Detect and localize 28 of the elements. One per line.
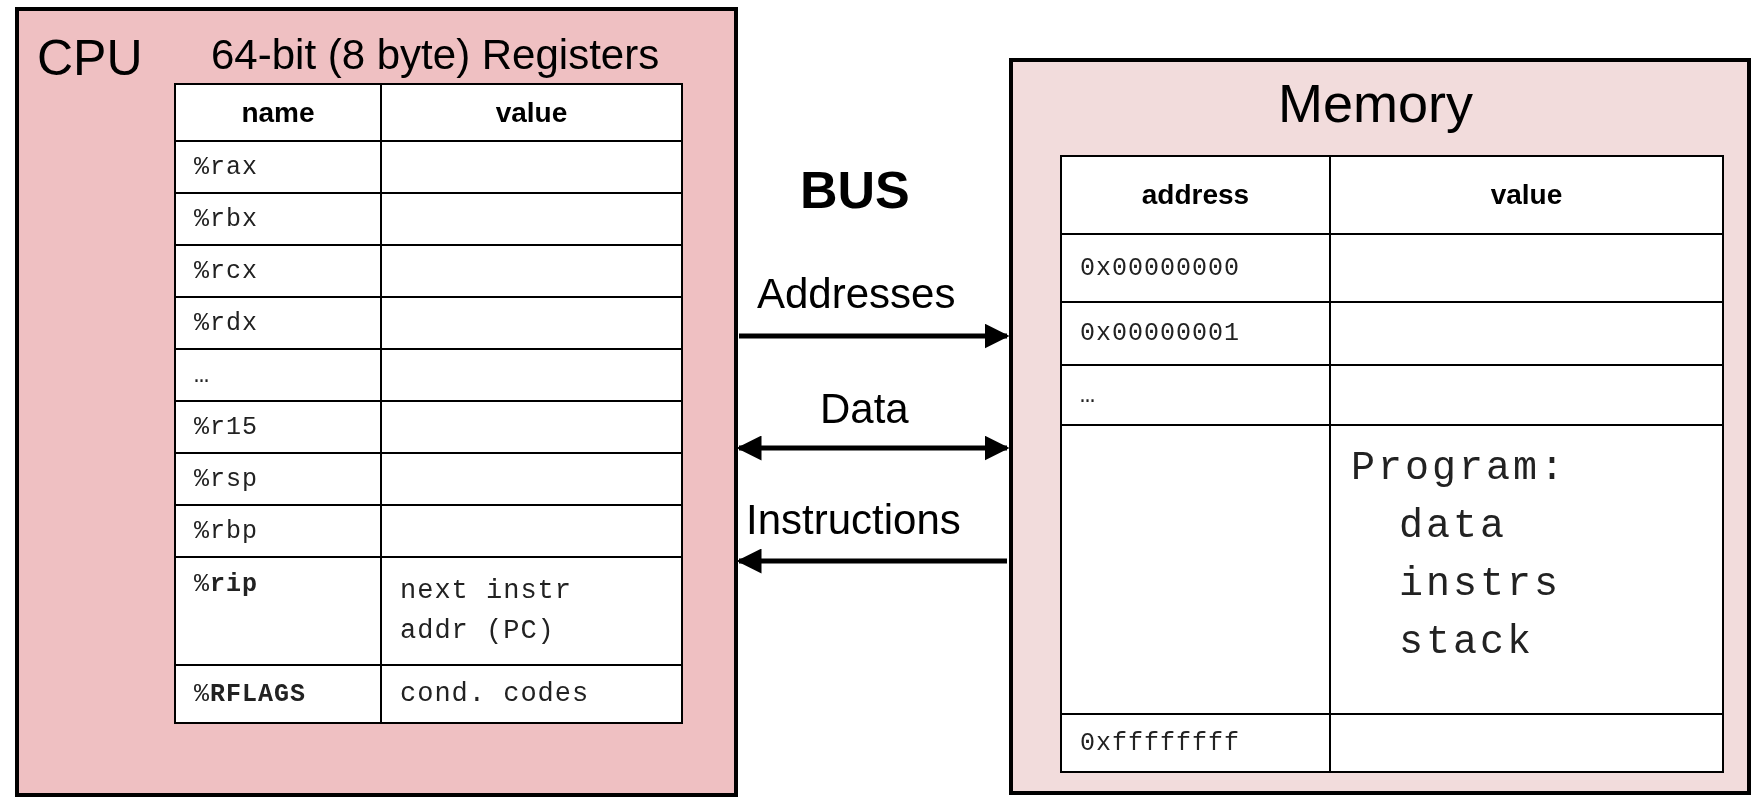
registers-title: 64-bit (8 byte) Registers xyxy=(211,31,660,79)
column-header: value xyxy=(381,84,682,141)
register-name: %rsp xyxy=(175,453,381,505)
cpu-box xyxy=(15,7,738,797)
memory-address: 0x00000001 xyxy=(1061,302,1330,365)
register-value: next instr addr (PC) xyxy=(381,557,682,665)
register-name: %rip xyxy=(175,557,381,665)
register-name: %rbx xyxy=(175,193,381,245)
memory-address: 0x00000000 xyxy=(1061,234,1330,302)
arrow xyxy=(739,323,1010,349)
register-name: … xyxy=(175,349,381,401)
memory-box xyxy=(1009,58,1751,795)
column-header: name xyxy=(175,84,381,141)
register-name: %rcx xyxy=(175,245,381,297)
register-name: %rdx xyxy=(175,297,381,349)
memory-address: 0xffffffff xyxy=(1061,714,1330,772)
memory-label: Memory xyxy=(1278,72,1473,134)
bus-label: BUS xyxy=(800,160,910,220)
column-header: value xyxy=(1330,156,1723,234)
cpu-label: CPU xyxy=(37,29,143,87)
register-name: %rax xyxy=(175,141,381,193)
register-name: %r15 xyxy=(175,401,381,453)
register-name: %RFLAGS xyxy=(175,665,381,723)
register-value: cond. codes xyxy=(381,665,682,723)
memory-contents: Program: data instrs stack xyxy=(1330,425,1723,714)
register-name: %rbp xyxy=(175,505,381,557)
column-header: address xyxy=(1061,156,1330,234)
memory-address: … xyxy=(1061,365,1330,425)
